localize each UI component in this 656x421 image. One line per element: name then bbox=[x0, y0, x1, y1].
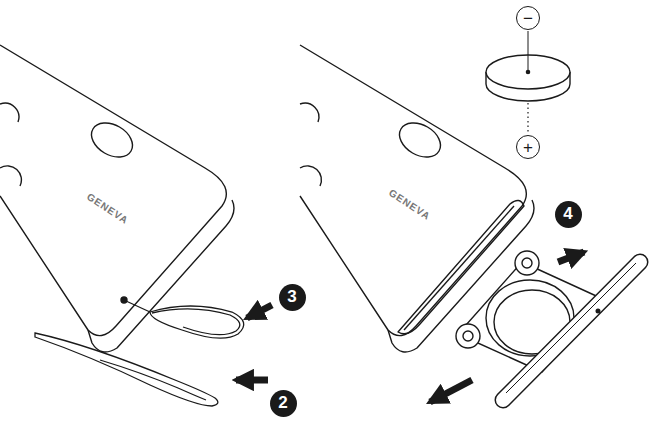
direction-arrows-stroke bbox=[236, 377, 268, 384]
minus-sign: − bbox=[516, 6, 540, 30]
eject-pin-stroke bbox=[100, 360, 206, 400]
right-remote-stroke bbox=[300, 103, 319, 122]
callout-number: 4 bbox=[555, 201, 582, 228]
battery-tray bbox=[456, 251, 640, 400]
eject-pin bbox=[35, 301, 244, 406]
coin-battery bbox=[486, 31, 570, 134]
brand-name: GENEVA bbox=[387, 186, 433, 221]
direction-arrows bbox=[236, 252, 584, 402]
coin-battery-stroke bbox=[527, 103, 528, 134]
battery-tray-stroke bbox=[515, 251, 539, 275]
battery-tray-stroke bbox=[463, 331, 473, 341]
left-remote-stroke bbox=[121, 297, 127, 303]
brand-name: GENEVA bbox=[85, 190, 131, 225]
right-remote-stroke bbox=[300, 166, 321, 186]
battery-tray-stroke bbox=[596, 309, 600, 313]
left-remote-stroke bbox=[88, 200, 234, 352]
battery-tray-stroke bbox=[506, 263, 636, 393]
eject-pin-stroke bbox=[35, 333, 218, 406]
left-remote-stroke bbox=[0, 166, 21, 186]
eject-pin-stroke bbox=[150, 306, 244, 338]
right-remote-stroke bbox=[393, 116, 446, 164]
battery-tray-stroke bbox=[522, 258, 532, 268]
callout-number: 2 bbox=[270, 390, 297, 417]
left-remote-stroke bbox=[85, 116, 138, 164]
eject-pin-stroke bbox=[152, 309, 240, 335]
left-remote-stroke bbox=[0, 45, 226, 336]
callout-number: 3 bbox=[279, 284, 306, 311]
direction-arrows-stroke bbox=[247, 305, 272, 318]
direction-arrows-stroke bbox=[430, 380, 472, 402]
coin-battery-stroke bbox=[526, 70, 529, 73]
left-remote-stroke bbox=[0, 103, 19, 122]
eject-pin-stroke bbox=[126, 301, 150, 312]
coin-battery-stroke bbox=[528, 31, 529, 70]
direction-arrows-stroke bbox=[558, 252, 584, 262]
battery-tray-stroke bbox=[456, 324, 480, 348]
battery-tray-stroke bbox=[503, 262, 640, 400]
plus-sign: + bbox=[516, 135, 540, 159]
battery-tray-stroke bbox=[503, 262, 640, 400]
